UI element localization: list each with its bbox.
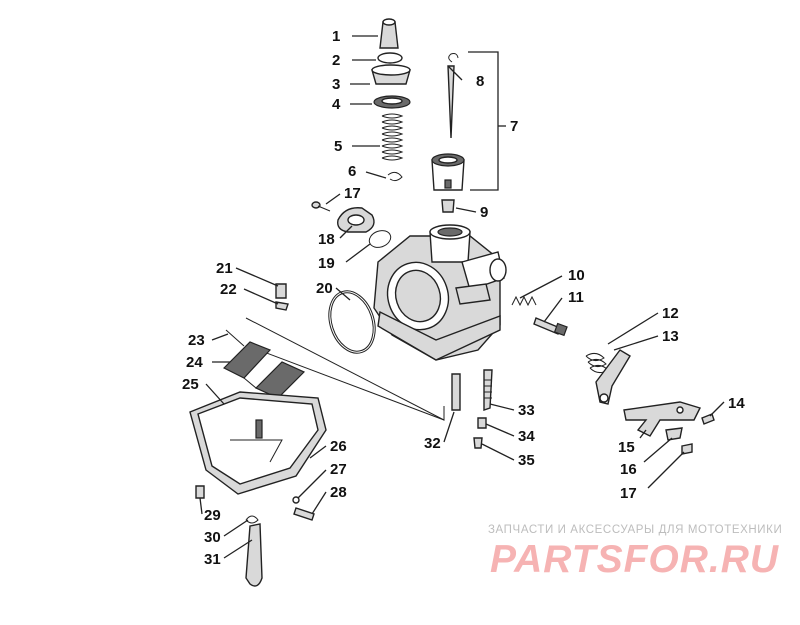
- part-30-clamp: [245, 515, 259, 524]
- part-16-clip: [665, 427, 683, 441]
- callout-11: 11: [568, 289, 584, 306]
- part-10-spring: [511, 295, 537, 307]
- callout-1: 1: [332, 28, 340, 45]
- part-31-hose: [245, 523, 263, 587]
- callout-34: 34: [518, 428, 535, 445]
- callout-19: 19: [318, 255, 335, 272]
- part-33-needle-jet: [483, 369, 493, 411]
- callout-10: 10: [568, 267, 585, 284]
- part-27-washer: [292, 496, 300, 504]
- part-6-clip: [387, 171, 403, 182]
- part-13-lever: [595, 349, 631, 405]
- part-21-screw: [275, 283, 287, 299]
- carburetor-body: [373, 224, 507, 361]
- callout-16: 16: [620, 461, 637, 478]
- bracket-7: [468, 51, 499, 191]
- part-25-26-float-bowl: [189, 391, 327, 495]
- callout-13: 13: [662, 328, 679, 345]
- callout-30: 30: [204, 529, 221, 546]
- callout-22: 22: [220, 281, 237, 298]
- part-28-screw: [293, 507, 315, 521]
- part-8-needle: [447, 53, 459, 139]
- callout-17-top: 17: [344, 185, 361, 202]
- part-19-oring: [368, 230, 392, 248]
- part-35-jet: [473, 437, 483, 449]
- callout-3: 3: [332, 76, 340, 93]
- part-29-screw: [195, 485, 205, 499]
- callout-35: 35: [518, 452, 535, 469]
- part-3-nut: [371, 64, 411, 85]
- part-22-clip: [275, 301, 289, 311]
- part-5-spring: [381, 113, 404, 161]
- part-11-screw: [533, 317, 568, 337]
- part-7-slide: [431, 153, 465, 191]
- part-17-screw-top: [311, 201, 331, 212]
- part-9-jet: [441, 199, 455, 213]
- callout-15: 15: [618, 439, 635, 456]
- part-34-jet: [477, 417, 487, 429]
- callout-23: 23: [188, 332, 205, 349]
- guide-line-2: [247, 345, 445, 421]
- part-15-bracket: [623, 401, 701, 437]
- watermark-caption: ЗАПЧАСТИ И АКСЕССУАРЫ ДЛЯ МОТОТЕХНИКИ: [488, 524, 783, 536]
- part-2-top: [377, 52, 403, 64]
- part-4-washer: [373, 95, 411, 109]
- part-23-pin: [225, 329, 245, 347]
- callout-21: 21: [216, 260, 233, 277]
- callout-20: 20: [316, 280, 333, 297]
- callout-28: 28: [330, 484, 347, 501]
- callout-12: 12: [662, 305, 679, 322]
- callout-18: 18: [318, 231, 335, 248]
- callout-33: 33: [518, 402, 535, 419]
- part-14-screw: [701, 413, 715, 425]
- callout-2: 2: [332, 52, 340, 69]
- callout-25: 25: [182, 376, 199, 393]
- callout-labels: 1 2 3 4 5 6 7 8 9 10 11 12 13 14 15 16 1…: [182, 28, 745, 568]
- callout-7: 7: [510, 118, 518, 135]
- callout-4: 4: [332, 96, 341, 113]
- part-1-cap: [379, 18, 399, 49]
- callout-5: 5: [334, 138, 342, 155]
- callout-14: 14: [728, 395, 745, 412]
- leader-lines: [199, 35, 725, 559]
- callout-27: 27: [330, 461, 347, 478]
- callout-6: 6: [348, 163, 356, 180]
- part-24-float: [222, 341, 306, 399]
- callout-29: 29: [204, 507, 221, 524]
- callout-26: 26: [330, 438, 347, 455]
- part-17-screw-bottom: [681, 443, 693, 455]
- callout-31: 31: [204, 551, 221, 568]
- callout-9: 9: [480, 204, 488, 221]
- callout-32: 32: [424, 435, 441, 452]
- callout-24: 24: [186, 354, 203, 371]
- part-32-jet: [451, 373, 461, 411]
- part-18-cover: [337, 207, 375, 233]
- callout-8: 8: [476, 73, 484, 90]
- callout-17-bottom: 17: [620, 485, 637, 502]
- watermark-logo: PARTSFOR.RU: [490, 538, 780, 581]
